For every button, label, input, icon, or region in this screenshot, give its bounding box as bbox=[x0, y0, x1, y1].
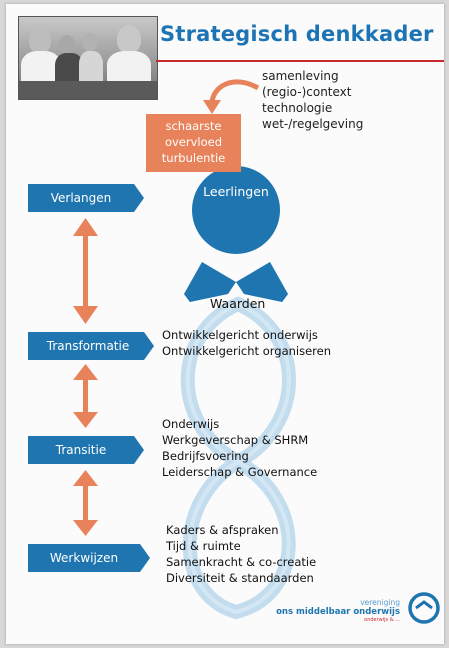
stage-label: Transformatie bbox=[46, 339, 130, 353]
list-item: Kaders & afspraken bbox=[166, 523, 279, 537]
context-factor-list: samenleving (regio-)context technologie … bbox=[262, 68, 363, 132]
title-underline bbox=[156, 60, 444, 62]
pressure-box: schaarste overvloed turbulentie bbox=[146, 114, 241, 172]
list-item: Ontwikkelgericht organiseren bbox=[162, 344, 332, 358]
context-factor: technologie bbox=[262, 101, 333, 115]
list-item: Tijd & ruimte bbox=[166, 539, 241, 553]
list-item: Bedrijfsvoering bbox=[162, 449, 249, 463]
context-factor: samenleving bbox=[262, 69, 339, 83]
list-item: Ontwikkelgericht onderwijs bbox=[162, 328, 318, 342]
double-arrow bbox=[73, 218, 98, 324]
pressure-item: overvloed bbox=[164, 135, 223, 149]
footer-tagline: onderwijs & ... bbox=[364, 617, 400, 623]
double-arrow bbox=[73, 470, 98, 536]
framework-diagram bbox=[28, 79, 440, 624]
values-label: Waarden bbox=[210, 296, 266, 311]
list-item: Leiderschap & Governance bbox=[162, 465, 318, 479]
transitie-items: Onderwijs Werkgeverschap & SHRM Bedrijfs… bbox=[162, 416, 317, 480]
footer-organisation: ons middelbaar onderwijs bbox=[276, 607, 400, 617]
stage-arrow-transformatie bbox=[28, 332, 154, 360]
stage-label: Verlangen bbox=[50, 191, 112, 205]
stage-arrow-werkwijzen bbox=[28, 544, 150, 572]
context-factor: wet-/regelgeving bbox=[262, 117, 364, 131]
stage-transitie: Transitie bbox=[28, 436, 134, 464]
context-arrow bbox=[203, 79, 260, 114]
stage-label: Transitie bbox=[55, 443, 107, 457]
context-factor: (regio-)context bbox=[262, 85, 352, 99]
learners-node bbox=[192, 166, 280, 254]
stage-arrow-transitie bbox=[28, 436, 144, 464]
double-arrow bbox=[73, 364, 98, 428]
stage-label: Werkwijzen bbox=[49, 551, 119, 565]
footer-branding: vereniging ons middelbaar onderwijs onde… bbox=[276, 598, 400, 623]
stage-arrow-verlangen bbox=[28, 184, 144, 212]
vereniging-logo-icon bbox=[408, 592, 440, 624]
stage-werkwijzen: Werkwijzen bbox=[28, 544, 140, 572]
poster: Strategisch denkkader samenleving (regio… bbox=[6, 4, 444, 644]
werkwijzen-items: Kaders & afspraken Tijd & ruimte Samenkr… bbox=[166, 522, 316, 586]
pressure-item: schaarste bbox=[165, 119, 222, 133]
list-item: Diversiteit & standaarden bbox=[166, 571, 314, 585]
students-photo bbox=[18, 16, 158, 100]
page-title: Strategisch denkkader bbox=[160, 22, 434, 46]
stage-verlangen: Verlangen bbox=[28, 184, 134, 212]
pressure-item: turbulentie bbox=[161, 151, 226, 165]
list-item: Onderwijs bbox=[162, 417, 220, 431]
list-item: Samenkracht & co-creatie bbox=[166, 555, 317, 569]
list-item: Werkgeverschap & SHRM bbox=[162, 433, 309, 447]
stage-transformatie: Transformatie bbox=[28, 332, 148, 360]
footer-line: vereniging bbox=[360, 598, 400, 607]
learners-label: Leerlingen bbox=[203, 184, 269, 199]
transformatie-items: Ontwikkelgericht onderwijs Ontwikkelgeri… bbox=[162, 327, 331, 359]
